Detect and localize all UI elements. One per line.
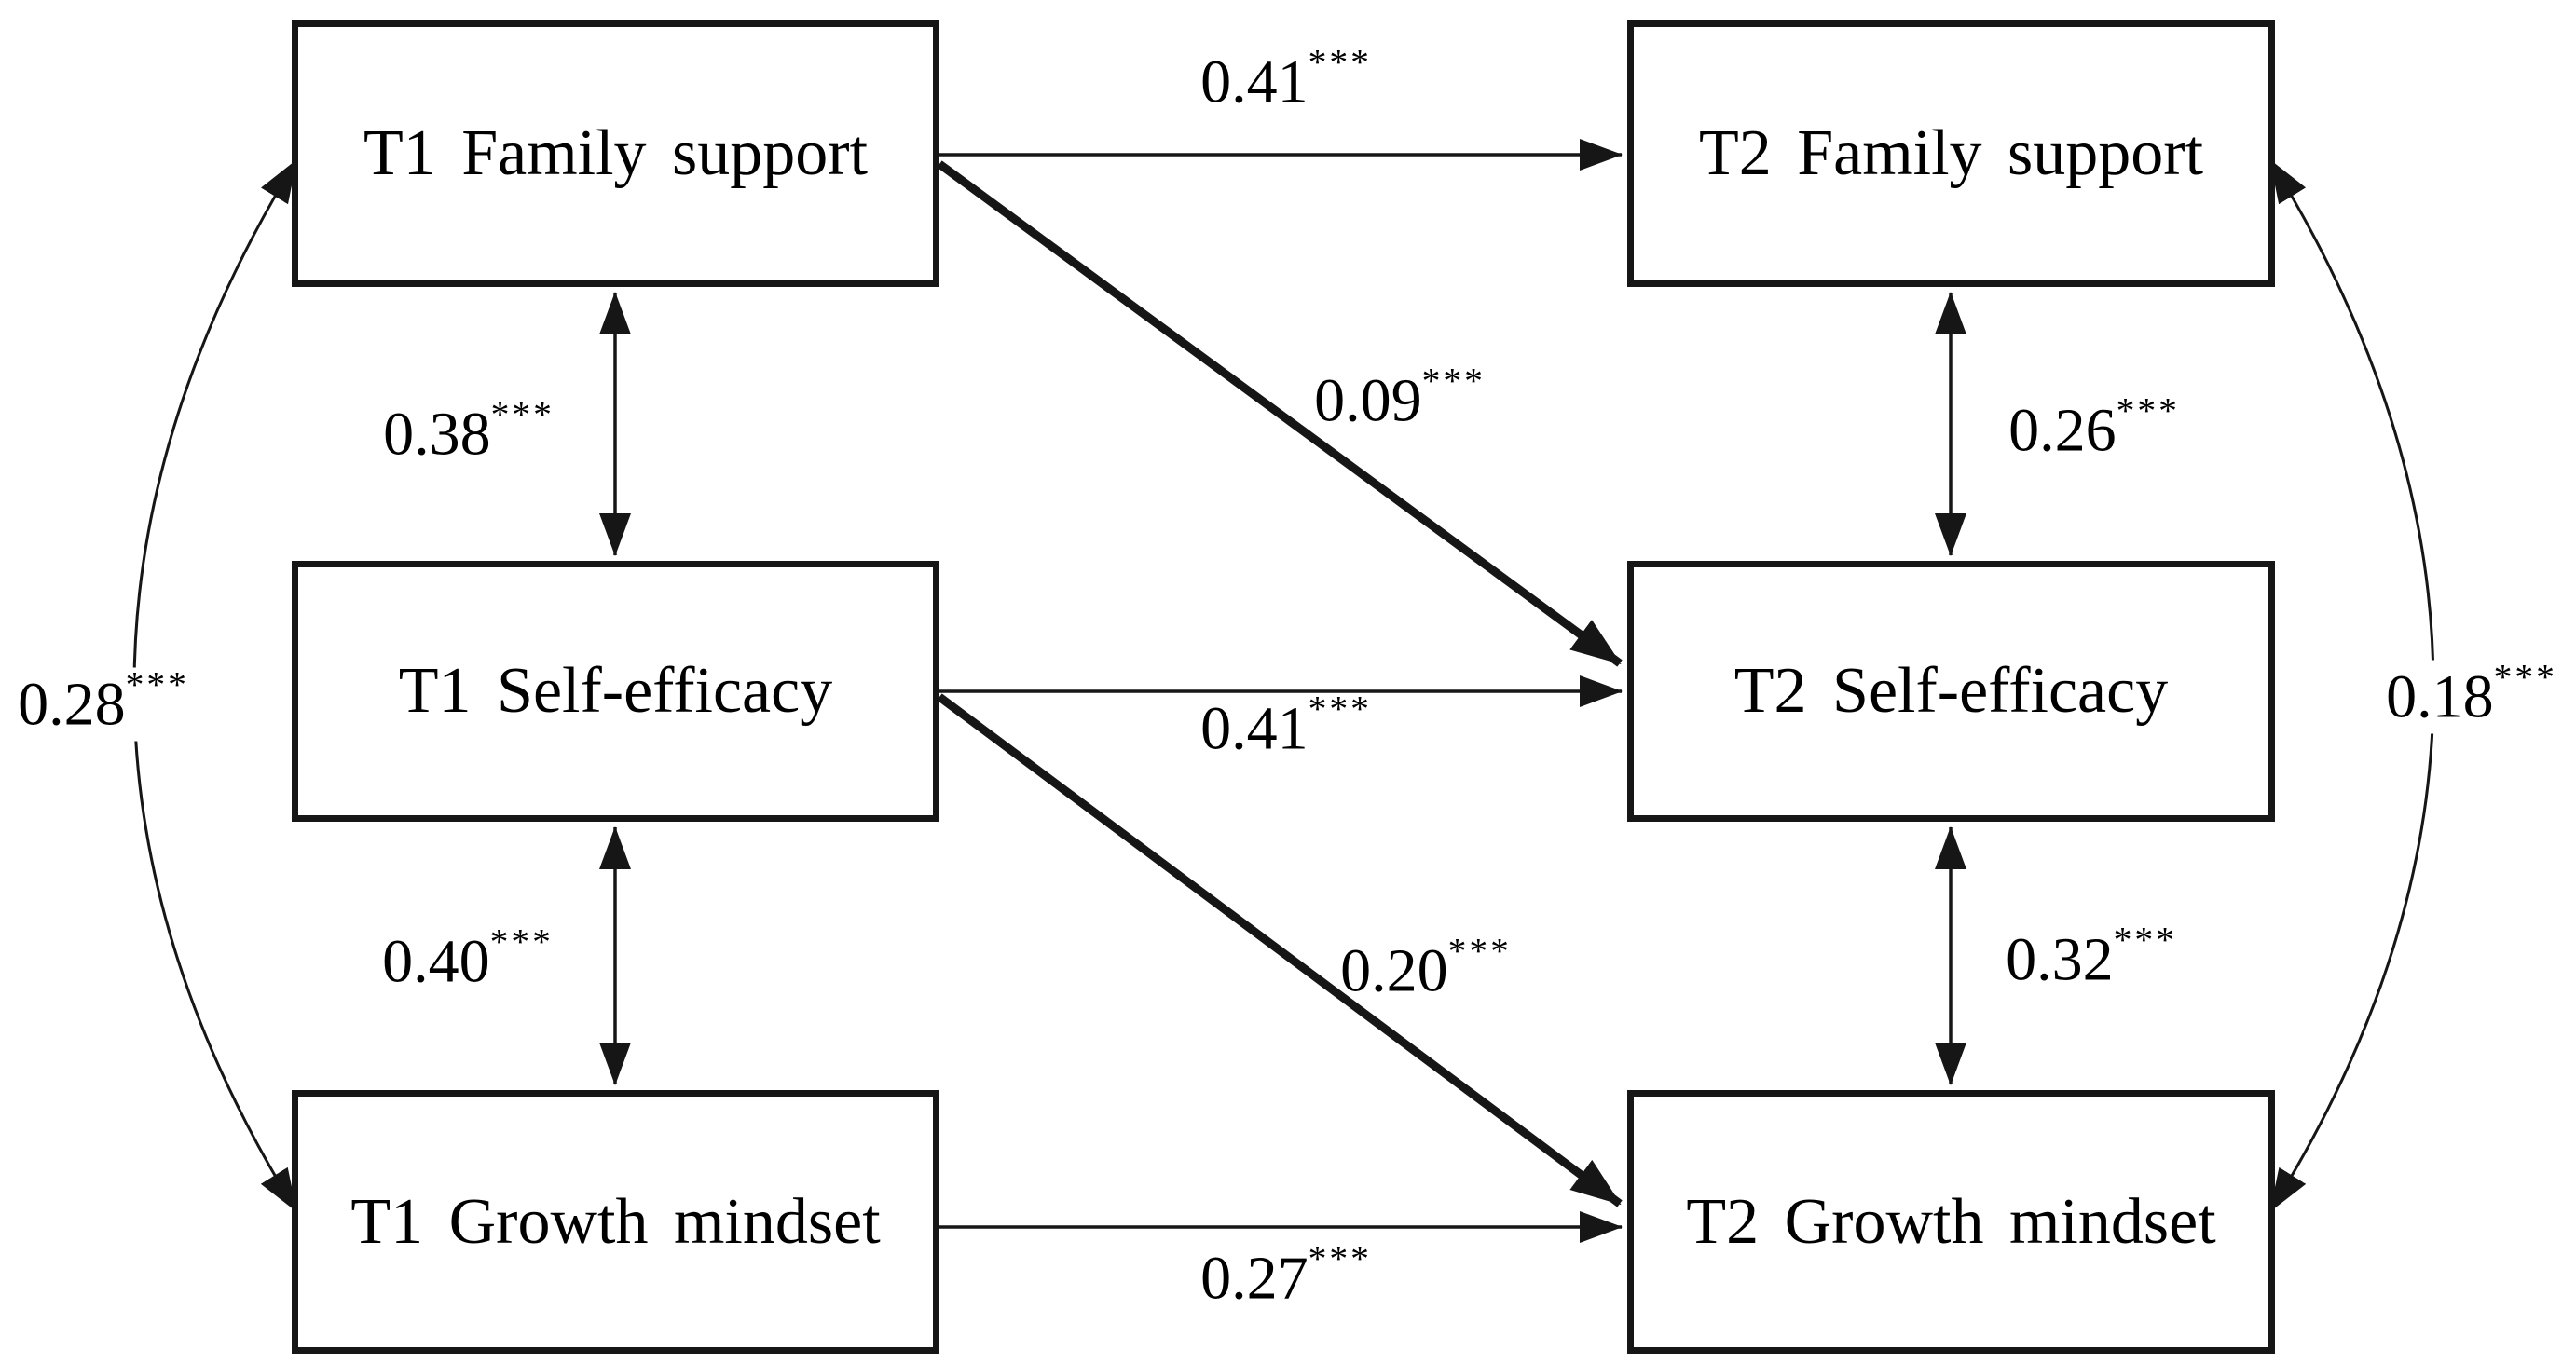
node-label: T2 Self-efficacy xyxy=(1733,655,2169,727)
coef-t1gm-t2gm: 0.27*** xyxy=(1200,1240,1372,1313)
coef-value: 0.41 xyxy=(1200,48,1309,116)
coef-value: 0.27 xyxy=(1200,1244,1309,1313)
coef-t1se-t1gm: 0.40*** xyxy=(382,923,554,996)
coef-value: 0.20 xyxy=(1340,936,1448,1005)
node-t2-growth-mindset: T2 Growth mindset xyxy=(1627,1090,2275,1354)
significance-stars: *** xyxy=(2113,919,2177,961)
coef-value: 0.32 xyxy=(2006,925,2114,994)
coef-t1se-t2gm: 0.20*** xyxy=(1340,933,1512,1005)
node-t1-growth-mindset: T1 Growth mindset xyxy=(292,1090,939,1354)
coef-value: 0.40 xyxy=(382,927,490,996)
coef-t2fs-t2se: 0.26*** xyxy=(2008,392,2180,465)
coef-value: 0.38 xyxy=(383,400,491,469)
coef-value: 0.26 xyxy=(2008,396,2117,465)
coef-value: 0.28 xyxy=(18,670,126,739)
node-t1-self-efficacy: T1 Self-efficacy xyxy=(292,561,939,822)
node-t2-family-support: T2 Family support xyxy=(1627,20,2275,287)
node-label: T2 Growth mindset xyxy=(1686,1185,2216,1258)
node-t2-self-efficacy: T2 Self-efficacy xyxy=(1627,561,2275,822)
coef-value: 0.18 xyxy=(2386,662,2494,731)
coef-t1fs-t2se: 0.09*** xyxy=(1314,362,1486,435)
coef-t1fs-t1se: 0.38*** xyxy=(383,396,555,469)
coef-value: 0.09 xyxy=(1314,366,1422,435)
significance-stars: *** xyxy=(1447,930,1512,972)
coef-t2fs-t2gm: 0.18*** xyxy=(2378,659,2565,734)
coef-value: 0.41 xyxy=(1200,694,1309,763)
coef-t2se-t2gm: 0.32*** xyxy=(2006,921,2177,994)
coef-t1se-t2se: 0.41*** xyxy=(1200,690,1372,763)
significance-stars: *** xyxy=(2493,656,2557,698)
node-label: T2 Family support xyxy=(1698,117,2204,189)
significance-stars: *** xyxy=(1421,360,1486,402)
arrow-t1fs-to-t2se xyxy=(937,160,1623,667)
significance-stars: *** xyxy=(1308,1237,1372,1279)
significance-stars: *** xyxy=(490,393,555,435)
coef-t1fs-t2fs: 0.41*** xyxy=(1200,44,1372,116)
significance-stars: *** xyxy=(489,921,554,962)
significance-stars: *** xyxy=(1308,41,1372,83)
arrow-t1se-to-t2gm xyxy=(937,693,1623,1207)
node-t1-family-support: T1 Family support xyxy=(292,20,939,287)
significance-stars: *** xyxy=(125,663,189,705)
node-label: T1 Self-efficacy xyxy=(398,655,833,727)
significance-stars: *** xyxy=(1308,688,1372,730)
coef-t1fs-t1gm: 0.28*** xyxy=(10,666,197,742)
node-label: T1 Growth mindset xyxy=(350,1185,881,1258)
node-label: T1 Family support xyxy=(363,117,869,189)
significance-stars: *** xyxy=(2116,389,2180,431)
